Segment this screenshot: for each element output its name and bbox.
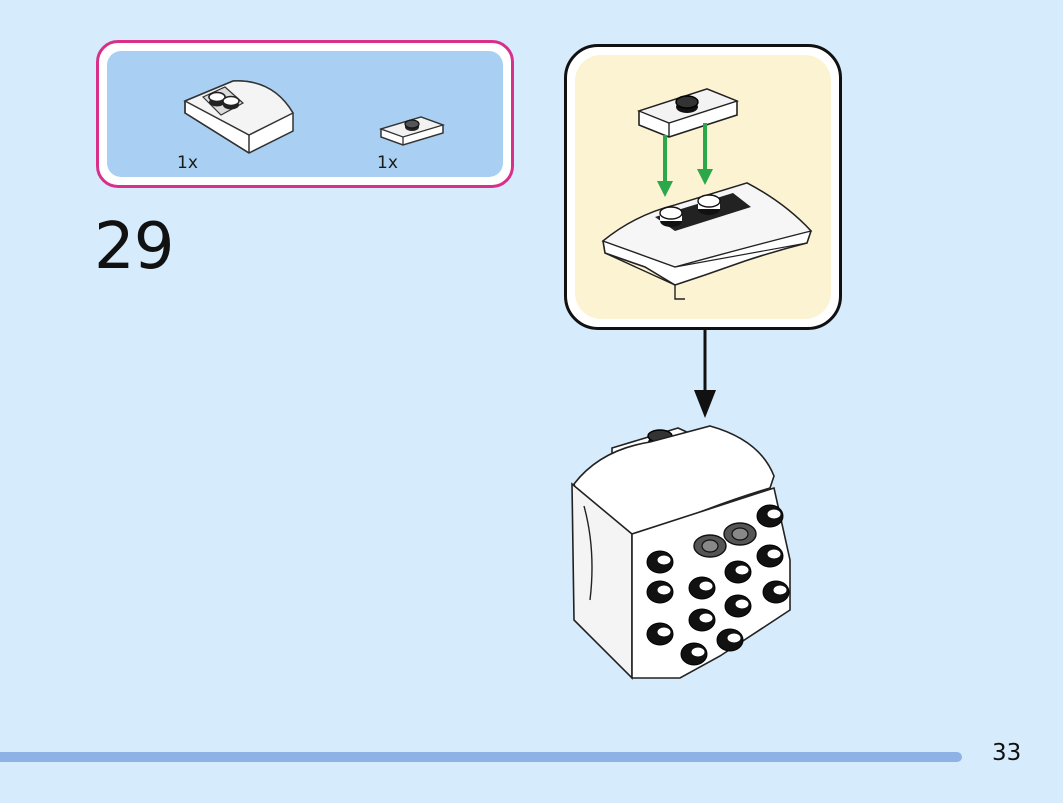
curved-slope-part-icon: [183, 80, 295, 154]
part-1-quantity: 1x: [177, 153, 198, 173]
plate-part-icon: [378, 116, 446, 146]
page-number: 33: [992, 740, 1022, 766]
parts-list-box: 1x 1x: [96, 40, 514, 188]
part-2-quantity: 1x: [377, 153, 398, 173]
callout-inner: [575, 55, 831, 319]
callout-box: [564, 44, 842, 330]
step-number: 29: [94, 210, 174, 284]
parts-list-inner: 1x 1x: [107, 51, 503, 177]
sub-assembly-illustration-icon: [601, 88, 813, 300]
down-arrow-icon: [694, 330, 716, 418]
model-head-illustration-icon: [571, 425, 791, 680]
page-progress-bar: [0, 752, 962, 762]
